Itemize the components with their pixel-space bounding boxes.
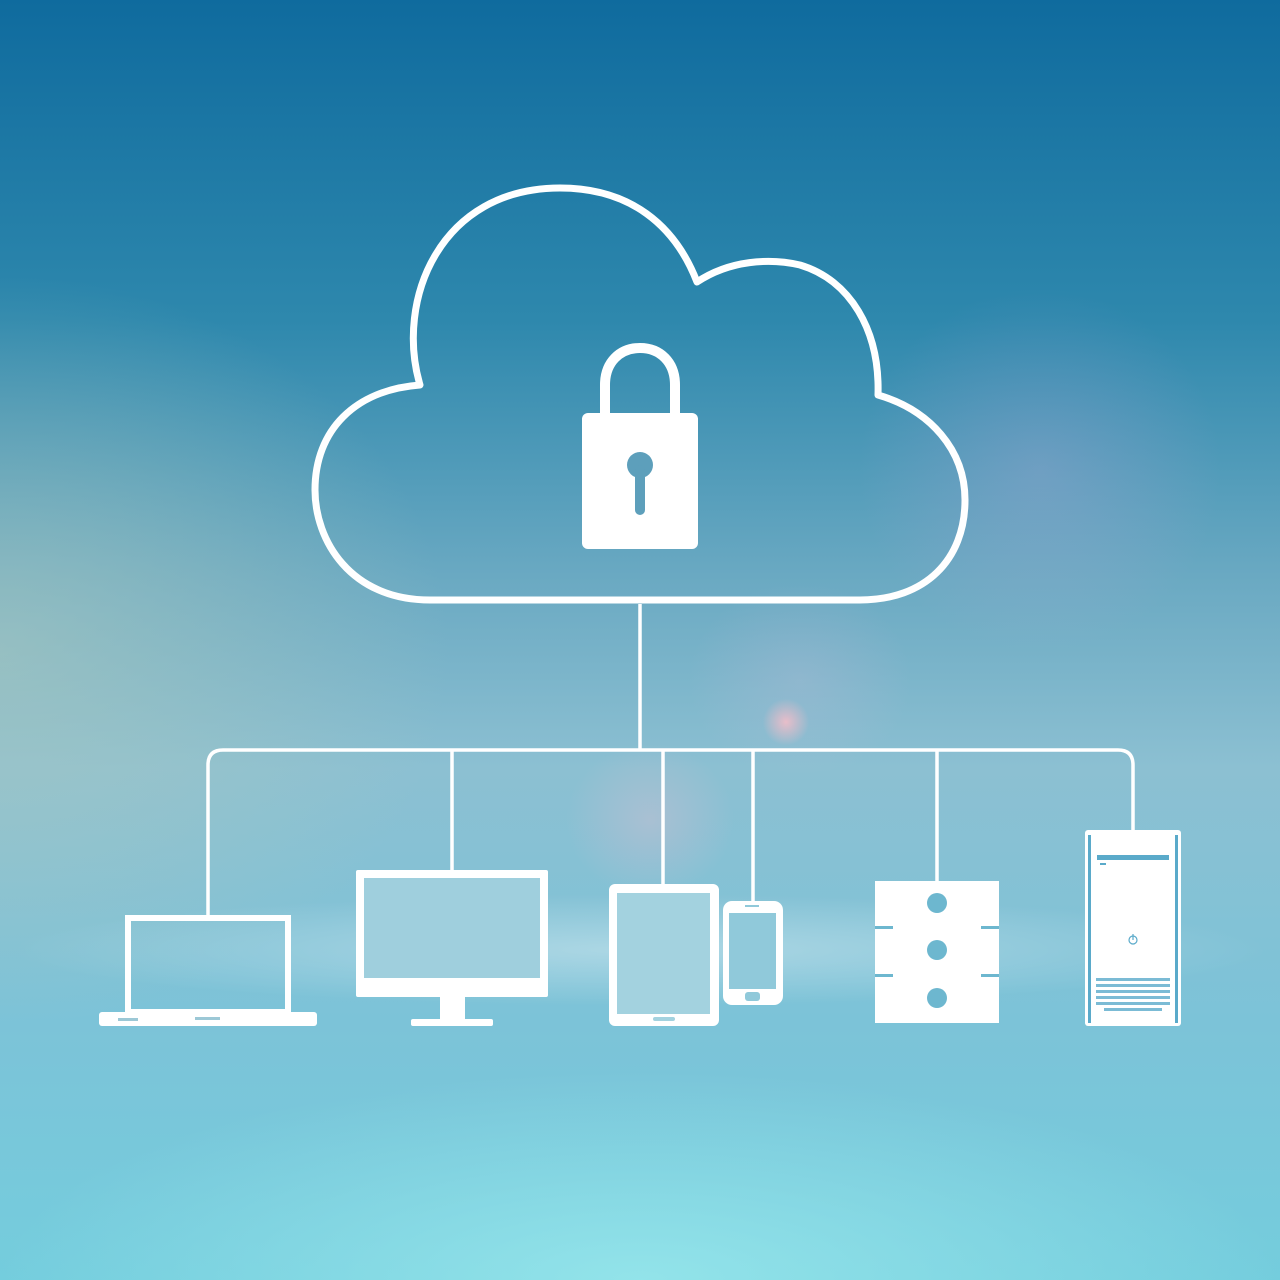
server-icon <box>875 881 999 1023</box>
smartphone-icon <box>723 901 783 1005</box>
network-lines <box>206 604 1135 918</box>
tower-pc-icon <box>1085 830 1181 1026</box>
tablet-icon <box>609 884 719 1026</box>
monitor-icon <box>356 870 548 1026</box>
cloud-icon <box>311 184 969 604</box>
laptop-icon <box>99 915 317 1026</box>
padlock-icon <box>582 342 698 549</box>
